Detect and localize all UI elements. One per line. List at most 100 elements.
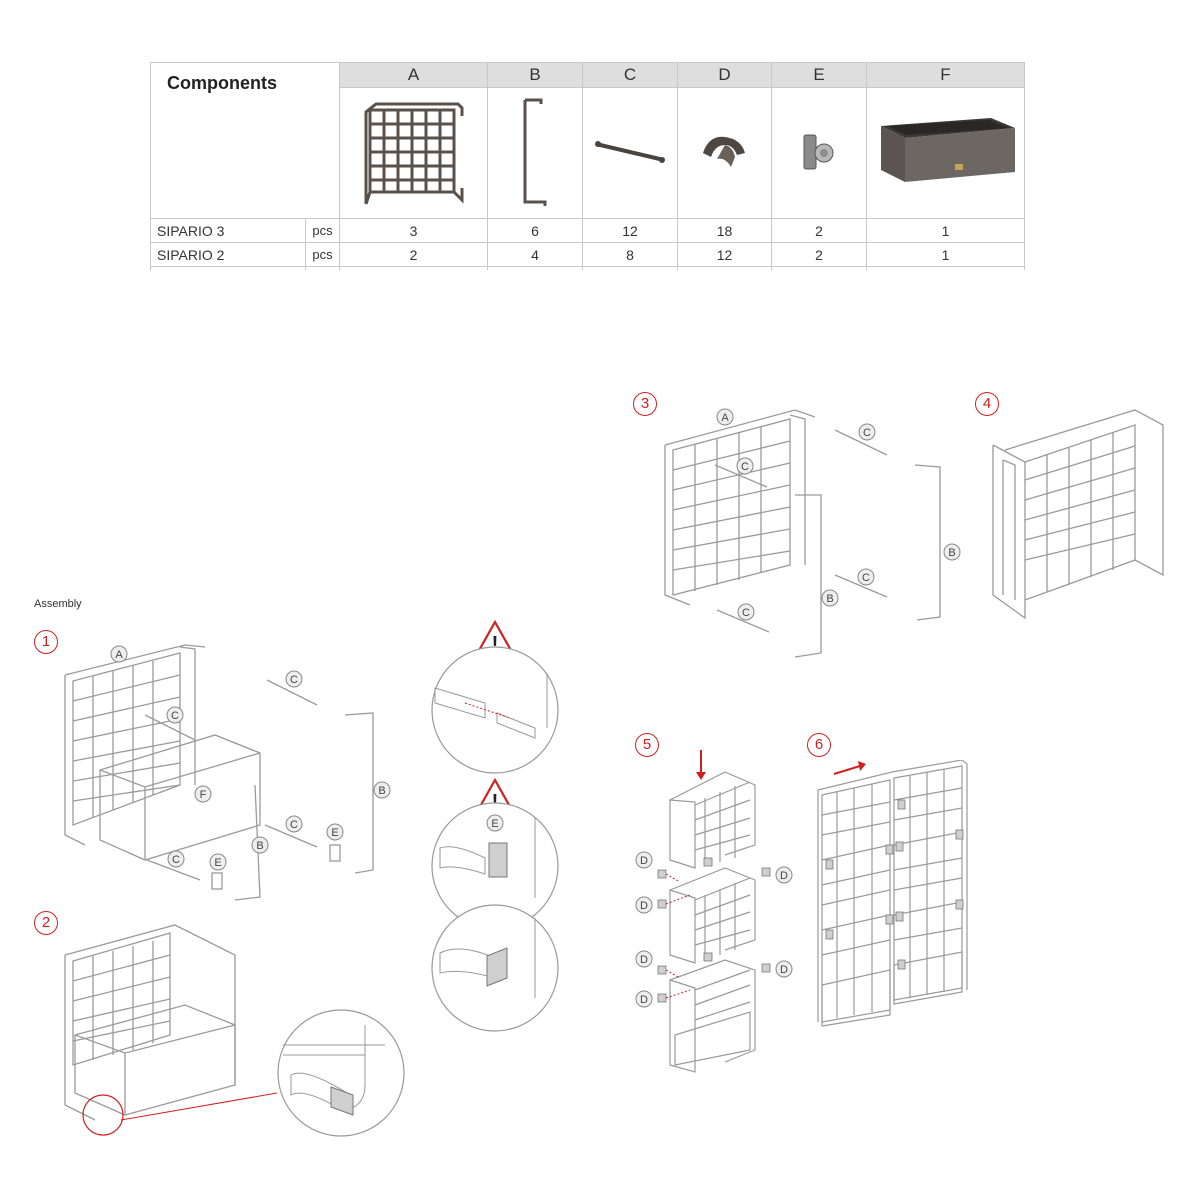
svg-text:C: C (741, 461, 749, 473)
arrow-down-icon (696, 750, 706, 780)
row-value: 2 (771, 242, 867, 267)
svg-text:!: ! (492, 633, 499, 655)
svg-text:B: B (948, 547, 955, 559)
svg-text:D: D (780, 964, 788, 976)
row-unit: pcs (305, 218, 340, 243)
part-label-d: D (635, 950, 653, 968)
row-name: SIPARIO 3 (150, 218, 306, 243)
svg-text:C: C (742, 607, 750, 619)
row-unit: pcs (305, 242, 340, 267)
row-name: SIPARIO 2 (150, 242, 306, 267)
svg-text:C: C (172, 854, 180, 866)
part-label-d: D (775, 960, 793, 978)
part-label-e: E (326, 823, 344, 841)
part-label-d: D (635, 896, 653, 914)
svg-text:A: A (721, 412, 729, 424)
column-header-c: C (582, 62, 678, 88)
column-header-f: F (866, 62, 1025, 88)
clip-icon (702, 136, 745, 167)
detail-callouts: ! ! E (425, 618, 565, 1038)
part-label-c: C (167, 850, 185, 868)
bent-rod-icon (523, 98, 547, 206)
component-b-image (487, 87, 583, 219)
svg-text:B: B (378, 785, 385, 797)
component-d-image (677, 87, 772, 219)
part-label-c: C (857, 568, 875, 586)
step-6-diagram (812, 760, 977, 1030)
svg-text:B: B (256, 840, 263, 852)
part-label-c: C (737, 603, 755, 621)
part-label-a: A (110, 645, 128, 663)
column-header-d: D (677, 62, 772, 88)
row-value: 12 (582, 218, 678, 243)
svg-text:F: F (200, 789, 207, 801)
row-value: 8 (582, 242, 678, 267)
table-title: Components (150, 62, 340, 219)
step-3-badge: 3 (633, 392, 657, 416)
part-label-f: F (194, 785, 212, 803)
step-5-badge: 5 (635, 733, 659, 757)
svg-text:C: C (862, 572, 870, 584)
part-label-e: E (209, 853, 227, 871)
svg-text:D: D (640, 855, 648, 867)
svg-text:D: D (640, 954, 648, 966)
trellis-panel-icon (364, 102, 463, 204)
svg-text:E: E (214, 857, 221, 869)
component-f-image (866, 87, 1025, 219)
step-4-diagram (985, 400, 1170, 630)
svg-text:A: A (115, 649, 123, 661)
step-1-diagram: A C C F B B C E (55, 635, 425, 910)
row-value: 1 (866, 242, 1025, 267)
row-value: 1 (866, 218, 1025, 243)
row-value: 6 (487, 218, 583, 243)
step-2-badge: 2 (34, 911, 58, 935)
row-value: 2 (339, 242, 488, 267)
step-4-badge: 4 (975, 392, 999, 416)
table-row: SIPARIO 3 pcs 3 6 12 18 2 1 (150, 218, 1025, 243)
part-label-c: C (166, 706, 184, 724)
part-label-b: B (251, 836, 269, 854)
row-value: 3 (339, 218, 488, 243)
svg-text:D: D (780, 870, 788, 882)
part-label-b: B (373, 781, 391, 799)
svg-text:C: C (290, 674, 298, 686)
column-header-b: B (487, 62, 583, 88)
foot-bracket-icon (803, 134, 834, 169)
part-label-c: C (285, 815, 303, 833)
part-label-e: E (486, 814, 504, 832)
step-2-diagram (55, 915, 415, 1150)
part-label-c: C (285, 670, 303, 688)
part-label-a: A (716, 408, 734, 426)
part-label-d: D (775, 866, 793, 884)
arrow-right-icon (833, 761, 866, 775)
svg-text:D: D (640, 994, 648, 1006)
part-label-b: B (821, 589, 839, 607)
component-a-image (339, 87, 488, 219)
row-value: 12 (677, 242, 772, 267)
row-value: 18 (677, 218, 772, 243)
component-e-image (771, 87, 867, 219)
step-3-diagram: A C C B C B C (655, 395, 975, 665)
svg-text:C: C (290, 819, 298, 831)
step-1-badge: 1 (34, 630, 58, 654)
part-label-c: C (858, 423, 876, 441)
step-5-diagram: D D D D D D (630, 750, 800, 1075)
svg-text:C: C (171, 710, 179, 722)
column-header-a: A (339, 62, 488, 88)
svg-text:C: C (863, 427, 871, 439)
svg-text:B: B (826, 593, 833, 605)
components-table: Components A B C D E F (150, 62, 1025, 270)
svg-text:E: E (491, 818, 498, 830)
connector-bar-icon (595, 140, 665, 163)
row-value: 2 (771, 218, 867, 243)
table-row: SIPARIO 2 pcs 2 4 8 12 2 1 (150, 242, 1025, 267)
assembly-heading: Assembly (34, 598, 82, 610)
svg-text:E: E (331, 827, 338, 839)
step-6-badge: 6 (807, 733, 831, 757)
column-header-e: E (771, 62, 867, 88)
row-value: 4 (487, 242, 583, 267)
component-c-image (582, 87, 678, 219)
svg-text:!: ! (492, 791, 499, 813)
part-label-b: B (943, 543, 961, 561)
part-label-d: D (635, 851, 653, 869)
